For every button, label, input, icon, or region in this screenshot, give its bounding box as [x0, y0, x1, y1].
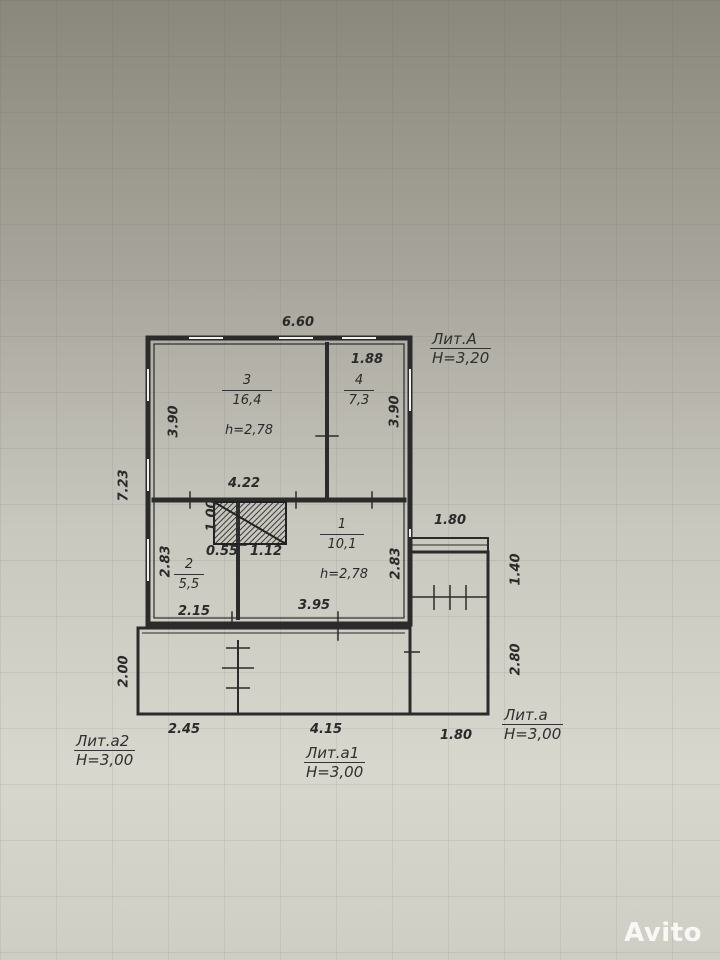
dim-stove-offset: 0.55	[206, 544, 239, 559]
litera-a1-name: Лит.а1	[304, 744, 366, 763]
house-inner-wall	[153, 343, 405, 619]
dim-room2-height: 2.83	[158, 545, 174, 578]
dim-left-height: 7.23	[116, 469, 132, 502]
room-4-number: 4	[354, 373, 364, 388]
room-1-area: 10,1	[320, 534, 364, 554]
dim-stove-height: 1.00	[204, 499, 220, 532]
litera-a1: Лит.а1 Н=3,00	[304, 744, 366, 781]
room-3-label: 3 16,4	[222, 372, 272, 410]
dim-room4-width: 1.88	[351, 352, 384, 367]
dim-room3-height: 3.90	[166, 405, 182, 438]
litera-a2: Лит.а2 Н=3,00	[74, 732, 136, 769]
litera-A-name: Лит.А	[430, 330, 492, 349]
veranda-lit-a1-a2	[136, 626, 412, 716]
dim-room1-height: 2.83	[388, 547, 404, 580]
dim-porch-depth: 1.40	[508, 553, 524, 586]
room-2-area: 5,5	[174, 574, 204, 594]
dim-veranda-right-height: 2.80	[508, 643, 524, 676]
dim-bottom-mid: 4.15	[310, 722, 343, 737]
room-1-height-label: h=2,78	[306, 566, 382, 584]
porch-lit-a	[404, 537, 490, 716]
dim-corridor-width: 4.22	[228, 476, 261, 491]
dim-room1-width: 3.95	[298, 598, 331, 613]
room-3-height: h=2,78	[224, 423, 274, 438]
room-3-height-label: h=2,78	[214, 422, 284, 440]
dim-bottom-left: 2.45	[168, 722, 201, 737]
litera-a: Лит.а Н=3,00	[502, 706, 564, 743]
room-1-number: 1	[337, 517, 347, 532]
dim-veranda-left-height: 2.00	[116, 655, 132, 688]
room-4-label: 4 7,3	[344, 372, 374, 410]
litera-A: Лит.А Н=3,20	[430, 330, 492, 367]
dim-top-width: 6.60	[282, 315, 315, 330]
room-1-height: h=2,78	[319, 567, 369, 582]
room-4-area: 7,3	[344, 390, 374, 410]
litera-A-height: Н=3,20	[432, 349, 490, 367]
room-3-area: 16,4	[222, 390, 272, 410]
avito-watermark: Avito	[624, 918, 702, 948]
room-2-number: 2	[184, 557, 194, 572]
dim-porch-width: 1.80	[434, 513, 467, 528]
litera-a2-name: Лит.а2	[74, 732, 136, 751]
litera-a-name: Лит.а	[502, 706, 564, 725]
litera-a-height: Н=3,00	[504, 725, 562, 743]
stove	[213, 501, 287, 545]
room-3-number: 3	[242, 373, 252, 388]
litera-a1-height: Н=3,00	[306, 763, 364, 781]
dim-bottom-right: 1.80	[440, 728, 473, 743]
room-2-label: 2 5,5	[174, 556, 204, 594]
room-1-label: 1 10,1	[320, 516, 364, 554]
dim-room4-height: 3.90	[387, 395, 403, 428]
dim-room2-width: 2.15	[178, 604, 211, 619]
dim-stove-width: 1.12	[250, 544, 283, 559]
litera-a2-height: Н=3,00	[76, 751, 134, 769]
